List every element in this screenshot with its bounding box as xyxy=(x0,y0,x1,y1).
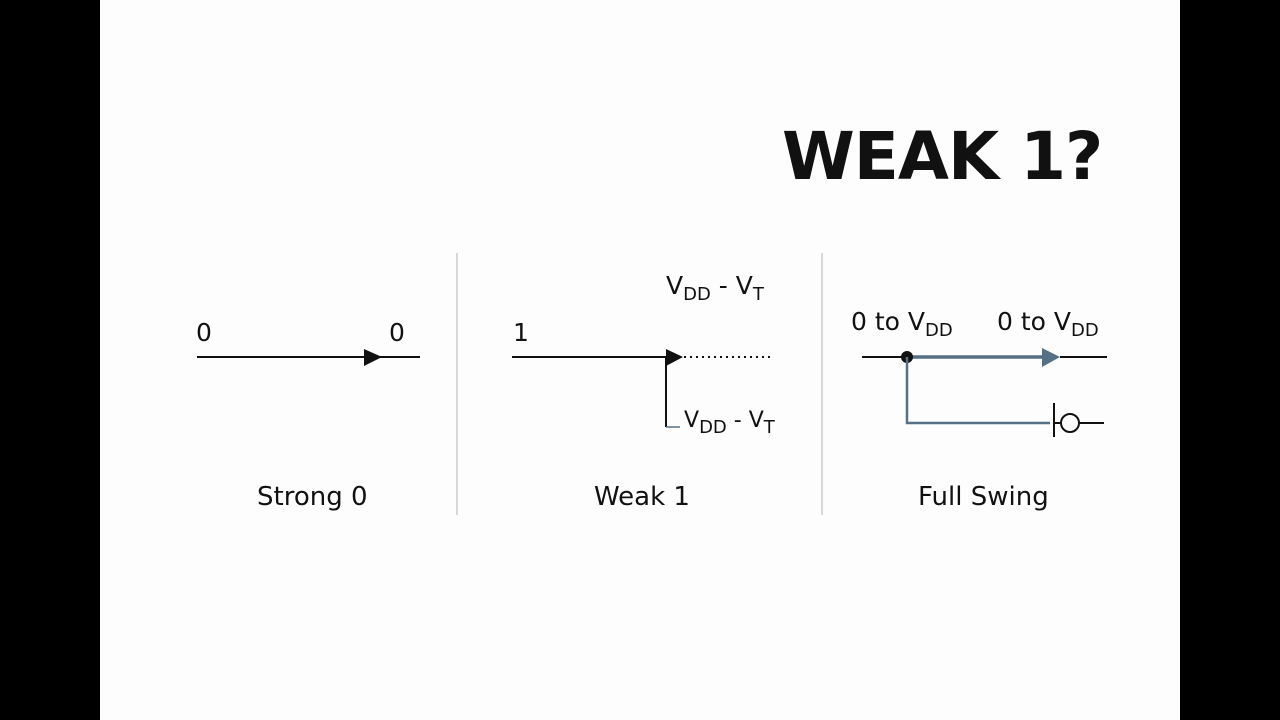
weak1-input-label: 1 xyxy=(513,318,529,347)
fullswing-output-label: 0 to VDD xyxy=(997,307,1099,340)
weak1-top-minus-v: - V xyxy=(710,271,753,300)
weak1-low-sub-dd: DD xyxy=(699,417,727,438)
weak1-transistor xyxy=(512,349,770,428)
weak1-caption: Weak 1 xyxy=(594,482,690,512)
fullswing-input-sub: DD xyxy=(925,320,953,341)
fullswing-output-text: 0 to V xyxy=(997,307,1071,336)
fullswing-feedback-wire xyxy=(905,357,1050,425)
weak1-top-sub-dd: DD xyxy=(683,284,711,305)
weak1-low-sub-t: T xyxy=(763,417,775,438)
fullswing-input-label: 0 to VDD xyxy=(851,307,953,340)
transmission-gate xyxy=(862,348,1107,437)
fullswing-inverter-bubble xyxy=(1060,413,1080,433)
weak1-low-v: V xyxy=(684,408,700,433)
fullswing-input-text: 0 to V xyxy=(851,307,925,336)
diagram-canvas xyxy=(197,253,1107,515)
strong0-arrow xyxy=(364,349,382,366)
strong0-caption: Strong 0 xyxy=(257,482,368,512)
weak1-low-level-label: VDD - VT xyxy=(684,408,775,437)
strong0-transistor xyxy=(197,349,420,366)
weak1-top-level-label: VDD - VT xyxy=(666,271,764,304)
page-title: WEAK 1? xyxy=(782,118,1103,195)
fullswing-arrow xyxy=(1042,348,1060,367)
weak1-top-sub-t: T xyxy=(752,284,764,305)
weak1-low-minus-v: - V xyxy=(726,408,764,433)
fullswing-caption: Full Swing xyxy=(918,482,1049,512)
strong0-output-label: 0 xyxy=(389,318,405,347)
fullswing-output-sub: DD xyxy=(1071,320,1099,341)
weak1-top-v: V xyxy=(666,271,684,300)
strong0-input-label: 0 xyxy=(196,318,212,347)
slide: WEAK 1? 0 0 Strong 0 1 VDD - VT VDD - VT… xyxy=(100,0,1180,720)
weak1-arrow xyxy=(666,349,683,366)
